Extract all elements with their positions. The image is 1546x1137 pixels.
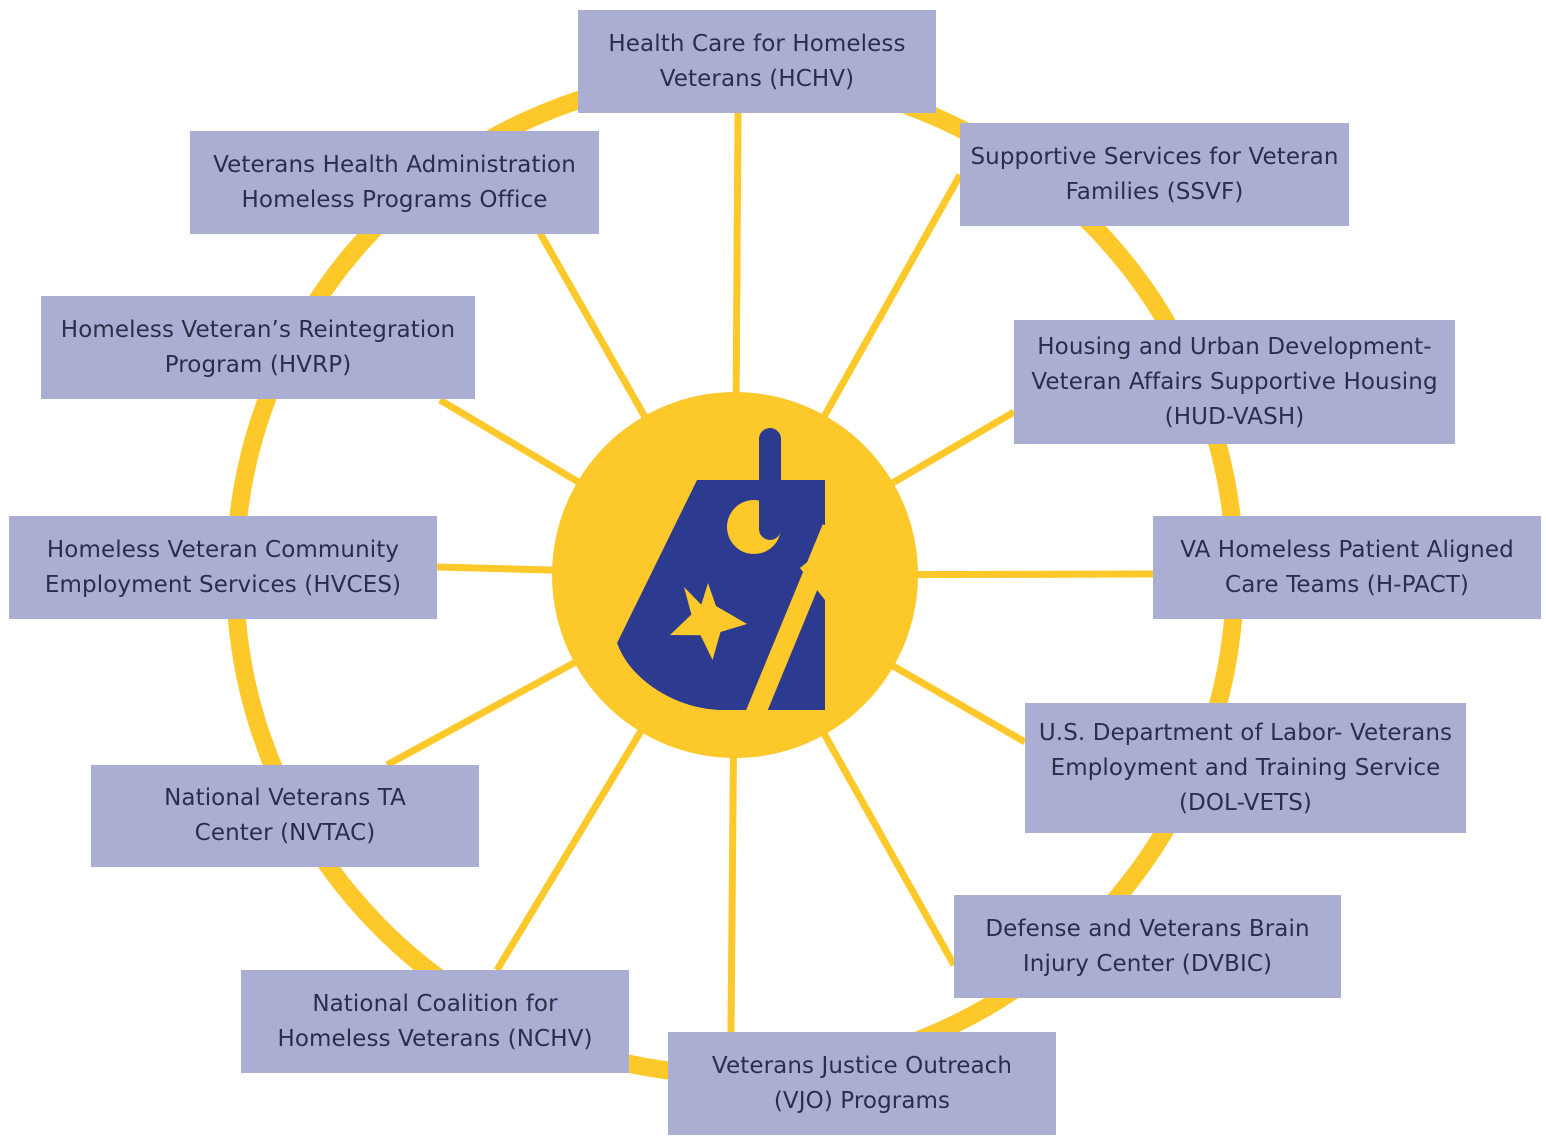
node-ssvf: Supportive Services for Veteran Families… — [960, 123, 1349, 226]
node-dvbic-line-2: Injury Center (DVBIC) — [1022, 950, 1273, 977]
node-nchv-line-1: National Coalition for — [312, 990, 558, 1017]
node-dol-vets-line-3: (DOL-VETS) — [1178, 789, 1313, 816]
node-h-pact-line-1: VA Homeless Patient Aligned — [1180, 536, 1514, 563]
node-nvtac-line-1: National Veterans TA — [164, 785, 406, 811]
node-nvtac-line-2: Center (NVTAC) — [194, 820, 376, 846]
node-hvrp: Homeless Veteran’s Reintegration Program… — [41, 296, 475, 399]
node-nchv-label: National Coalition for Homeless Veterans… — [277, 987, 592, 1057]
node-hchv: Health Care for Homeless Veterans (HCHV) — [578, 10, 936, 113]
node-hchv-label: Health Care for Homeless Veterans (HCHV) — [608, 27, 905, 97]
node-vha-hpo-label: Veterans Health Administration Homeless … — [213, 148, 576, 218]
node-dol-vets-line-1: U.S. Department of Labor- Veterans — [1038, 719, 1453, 746]
node-hvces-line-2: Employment Services (HVCES) — [44, 571, 402, 598]
node-h-pact-line-2: Care Teams (H-PACT) — [1225, 571, 1469, 598]
node-vjo: Veterans Justice Outreach (VJO) Programs — [668, 1032, 1056, 1135]
node-hvrp-label: Homeless Veteran’s Reintegration Program… — [61, 313, 455, 383]
node-hvces-line-1: Homeless Veteran Community — [46, 536, 400, 563]
node-ssvf-line-2: Families (SSVF) — [1065, 178, 1244, 205]
node-dol-vets: U.S. Department of Labor- Veterans Emplo… — [1025, 703, 1466, 833]
node-nchv: National Coalition for Homeless Veterans… — [241, 970, 629, 1073]
node-vjo-label: Veterans Justice Outreach (VJO) Programs — [712, 1049, 1012, 1119]
node-dol-vets-label: U.S. Department of Labor- Veterans Emplo… — [1039, 716, 1452, 821]
node-ssvf-line-1: Supportive Services for Veteran — [970, 143, 1339, 170]
node-vha-hpo-line-1: Veterans Health Administration — [213, 151, 576, 178]
node-h-pact: VA Homeless Patient Aligned Care Teams (… — [1153, 516, 1541, 619]
node-dol-vets-line-2: Employment and Training Service — [1050, 754, 1441, 781]
node-vha-hpo-line-2: Homeless Programs Office — [241, 186, 548, 213]
node-vjo-line-1: Veterans Justice Outreach — [711, 1052, 1013, 1079]
node-hvces-label: Homeless Veteran Community Employment Se… — [45, 533, 401, 603]
node-vha-hpo: Veterans Health Administration Homeless … — [190, 131, 599, 234]
node-vjo-line-2: (VJO) Programs — [773, 1087, 951, 1114]
node-nchv-line-2: Homeless Veterans (NCHV) — [277, 1025, 593, 1052]
node-hvrp-line-1: Homeless Veteran’s Reintegration — [60, 316, 456, 343]
node-hud-vash-label: Housing and Urban Development- Veteran A… — [1031, 330, 1437, 435]
node-dvbic: Defense and Veterans Brain Injury Center… — [954, 895, 1341, 998]
node-hvrp-line-2: Program (HVRP) — [164, 351, 352, 378]
node-ssvf-label: Supportive Services for Veteran Families… — [970, 140, 1338, 210]
node-hud-vash-line-3: (HUD-VASH) — [1164, 403, 1305, 430]
node-dvbic-line-1: Defense and Veterans Brain — [985, 915, 1310, 942]
node-hud-vash: Housing and Urban Development- Veteran A… — [1014, 320, 1455, 444]
node-hud-vash-line-1: Housing and Urban Development- — [1037, 333, 1432, 360]
node-hud-vash-line-2: Veteran Affairs Supportive Housing — [1031, 368, 1438, 395]
node-h-pact-label: VA Homeless Patient Aligned Care Teams (… — [1180, 533, 1514, 603]
dog-tag-star-icon — [617, 428, 842, 726]
node-hchv-line-2: Veterans (HCHV) — [659, 65, 855, 92]
node-nvtac-label: National Veterans TA Center (NVTAC) — [164, 781, 406, 851]
node-nvtac: National Veterans TA Center (NVTAC) — [91, 765, 479, 867]
node-hvces: Homeless Veteran Community Employment Se… — [9, 516, 437, 619]
node-hchv-line-1: Health Care for Homeless — [608, 30, 906, 57]
node-dvbic-label: Defense and Veterans Brain Injury Center… — [985, 912, 1309, 982]
